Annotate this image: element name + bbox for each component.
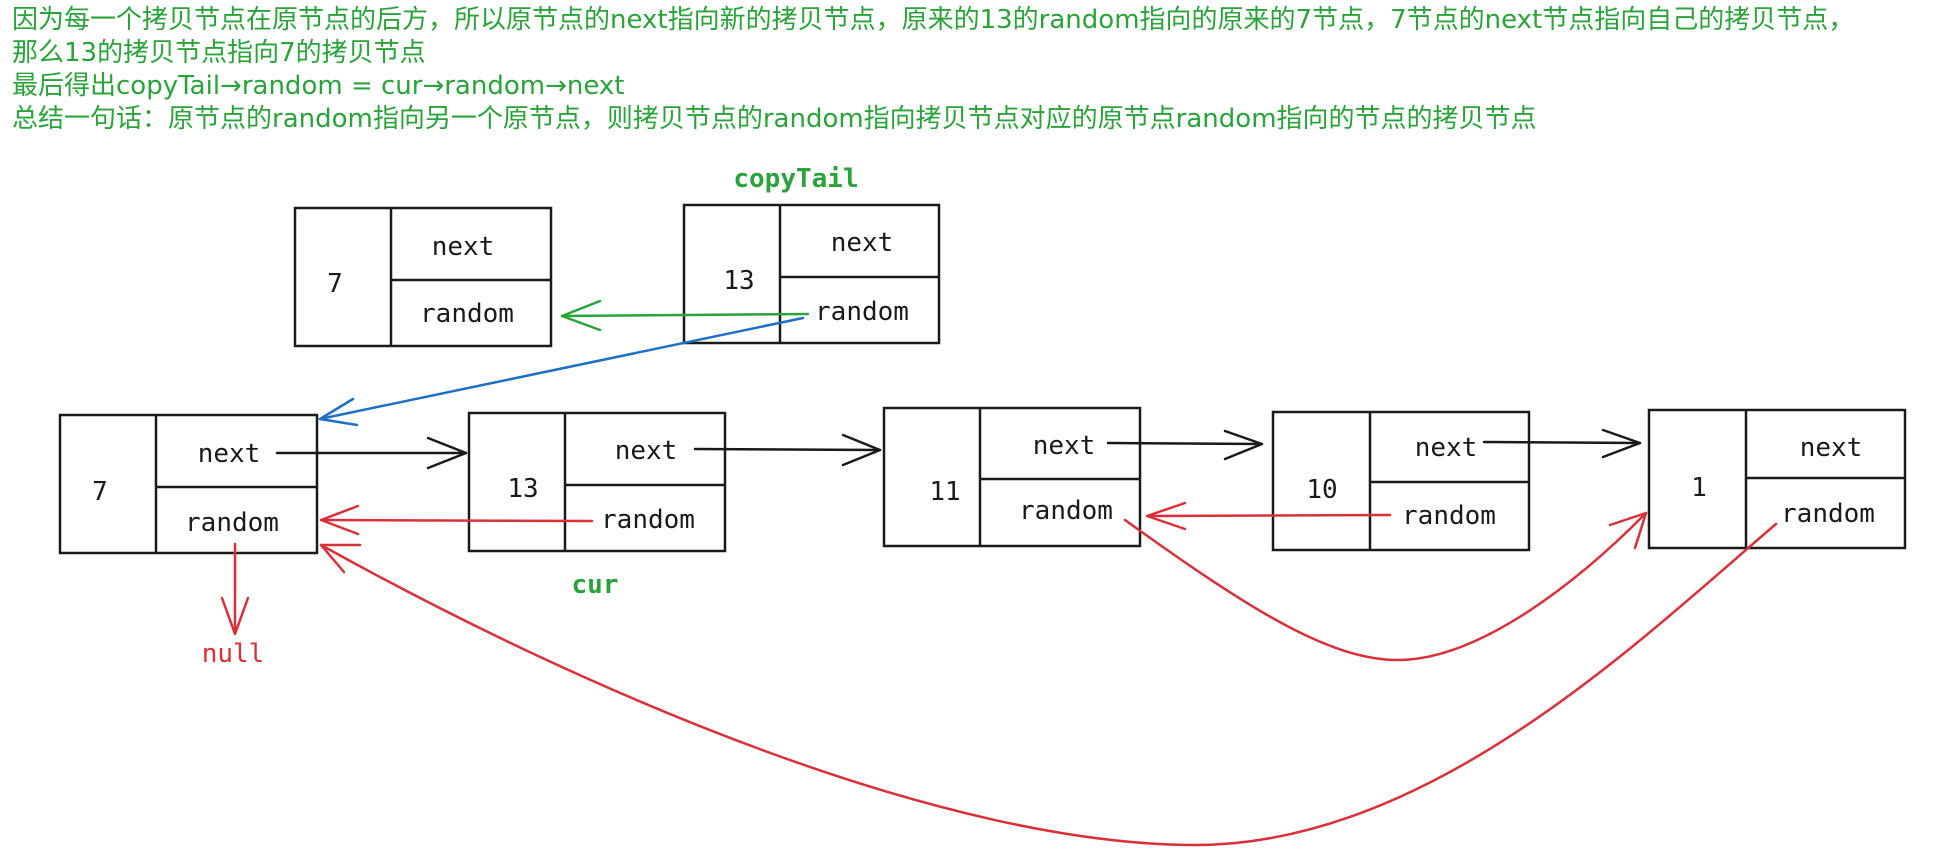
list-node-random-field: random [601,505,695,535]
list-node-value: 11 [929,477,960,507]
copy-random-pointer-13-to-7 [560,299,810,332]
copy-node-value: 13 [723,266,754,296]
note-line-3: 最后得出copyTail→random = cur→random→next [12,71,625,101]
copy-node-value: 7 [327,269,343,299]
copy-node-13: 13 next random [682,203,941,345]
random-pointer-7-to-null [220,542,250,636]
list-node-value: 7 [92,477,108,507]
next-pointer-11-to-10 [1106,429,1264,461]
list-node-value: 13 [507,474,538,504]
list-node-value: 1 [1691,473,1707,503]
list-node-next-field: next [1033,431,1096,461]
list-node-1: 1 next random [1647,408,1907,550]
null-label: null [202,639,265,669]
random-pointer-11-to-1 [1123,511,1648,662]
random-pointer-10-to-11 [1145,501,1392,531]
explanation-notes: 因为每一个拷贝节点在原节点的后方，所以原节点的next指向新的拷贝节点，原来的1… [12,4,1854,136]
list-node-11: 11 next random [882,406,1142,548]
copy-node-random-field: random [815,297,909,327]
next-pointer-10-to-1 [1482,428,1642,459]
list-node-next-field: next [1415,433,1478,463]
copy-node-random-field: random [420,299,514,329]
next-pointer-13-to-11 [693,433,882,467]
next-pointer-7-to-13 [275,436,468,470]
note-line-2: 那么13的拷贝节点指向7的拷贝节点 [12,38,426,68]
note-line-4: 总结一句话：原节点的random指向另一个原节点，则拷贝节点的random指向拷… [12,104,1537,134]
list-node-random-field: random [1019,496,1113,526]
list-node-random-field: random [1781,499,1875,529]
copy-node-next-field: next [432,232,495,262]
list-node-10: 10 next random [1271,410,1531,552]
list-node-random-field: random [1402,501,1496,531]
random-pointer-1-to-7 [319,522,1778,847]
cur-label: cur [572,570,619,600]
list-node-random-field: random [185,508,279,538]
list-node-13: 13 next random [467,411,727,553]
copy-tail-label: copyTail [733,164,858,194]
list-node-value: 10 [1306,475,1337,505]
list-node-next-field: next [615,436,678,466]
copy-node-7: 7 next random [293,206,553,348]
list-node-7: 7 next random [58,413,319,555]
random-pointer-13-to-7 [319,504,594,536]
derived-pointer-copytail-to-7 [318,316,805,427]
note-line-1: 因为每一个拷贝节点在原节点的后方，所以原节点的next指向新的拷贝节点，原来的1… [12,5,1855,35]
copy-node-next-field: next [831,228,894,258]
list-node-next-field: next [1800,433,1863,463]
list-node-next-field: next [198,439,261,469]
